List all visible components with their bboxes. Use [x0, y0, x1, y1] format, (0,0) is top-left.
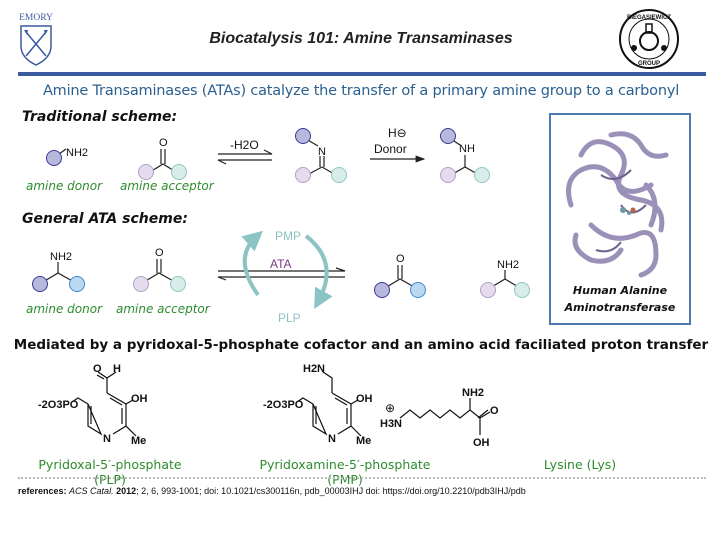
plp-ring-n: N — [103, 433, 111, 445]
lysine-hydroxyl: OH — [473, 437, 490, 449]
enzyme-ata-label: ATA — [270, 257, 292, 271]
product-ketone-o: O — [396, 253, 405, 265]
pmp-name: Pyridoxamine-5′-phosphate (PMP) — [259, 457, 431, 487]
references-year: 2012 — [116, 486, 137, 496]
pmp-phosphate: -2O3PO — [263, 399, 304, 411]
protein-label-line1: Human Alanine — [572, 284, 668, 297]
cofactor-cycle-arrows — [241, 230, 333, 310]
references-journal: ACS Catal. — [69, 486, 114, 496]
reaction-schemes: NH2 O -H2O N H⊖ Donor NH NH2 O PMP PLP A… — [32, 126, 530, 325]
emory-logo-text: EMORY — [19, 13, 53, 23]
plp-aldehyde-o: O — [93, 363, 102, 375]
general-acceptor-label: amine acceptor — [116, 302, 210, 316]
imine-n: N — [318, 146, 326, 158]
general-donor-label: amine donor — [26, 302, 103, 316]
svg-text:GROUP: GROUP — [638, 61, 660, 67]
subtitle: Amine Transaminases (ATAs) catalyze the … — [42, 83, 680, 99]
pmp-methyl: Me — [356, 435, 371, 447]
traditional-donor-nh2: NH2 — [66, 147, 88, 159]
lysine-positive-charge: ⊕ — [385, 401, 395, 415]
cofactor-structures: O H OH -2O3PO N Me H2N OH -2O3PO N Me H3… — [38, 363, 499, 449]
page-title: Biocatalysis 101: Amine Transaminases — [209, 30, 513, 47]
cycle-pmp-label: PMP — [275, 229, 301, 243]
amine-product-nh: NH — [459, 143, 475, 155]
step1-label: -H2O — [230, 138, 259, 152]
biegasiewicz-group-logo: BIEGASIEWICZ GROUP — [618, 8, 680, 70]
lysine-ammonium: H3N — [380, 418, 402, 430]
plp-phosphate: -2O3PO — [38, 399, 79, 411]
svg-text:BIEGASIEWICZ: BIEGASIEWICZ — [627, 15, 671, 21]
traditional-acceptor-o: O — [159, 137, 168, 149]
cofactor-statement: Mediated by a pyridoxal-5-phosphate cofa… — [13, 337, 709, 353]
hydride-label: H⊖ — [388, 126, 407, 140]
traditional-acceptor-label: amine acceptor — [120, 179, 214, 193]
pmp-amine: H2N — [303, 363, 325, 375]
plp-oh: OH — [131, 393, 148, 405]
pmp-oh: OH — [356, 393, 373, 405]
footer-divider — [18, 477, 706, 479]
product-amine-nh2: NH2 — [497, 259, 519, 271]
lysine-carbonyl-o: O — [490, 405, 499, 417]
protein-structure-panel — [549, 113, 691, 325]
header-divider — [18, 72, 706, 76]
references-label: references: — [18, 486, 67, 496]
general-scheme-heading: General ATA scheme: — [22, 211, 188, 227]
plp-name: Pyridoxal-5′-phosphate (PLP) — [38, 457, 182, 487]
references-details: ; 2, 6, 993-1001; doi: 10.1021/cs300116n… — [136, 486, 526, 496]
protein-label-line2: Aminotransferase — [564, 301, 676, 314]
lysine-name: Lysine (Lys) — [543, 457, 617, 472]
donor-group-circle — [46, 150, 62, 166]
general-acceptor-o: O — [155, 247, 164, 259]
general-donor-nh2: NH2 — [50, 251, 72, 263]
plp-aldehyde-h: H — [113, 363, 121, 375]
cycle-plp-label: PLP — [278, 311, 301, 325]
plp-methyl: Me — [131, 435, 146, 447]
references: references: ACS Catal. 2012; 2, 6, 993-1… — [18, 486, 526, 496]
protein-label: Human Alanine Aminotransferase — [549, 282, 691, 316]
donor-reagent-label: Donor — [374, 142, 407, 156]
emory-logo: EMORY — [14, 10, 58, 68]
protein-ribbon-image — [566, 131, 669, 278]
lysine-alpha-amine: NH2 — [462, 387, 484, 399]
traditional-donor-label: amine donor — [26, 179, 103, 193]
pmp-ring-n: N — [328, 433, 336, 445]
traditional-scheme-heading: Traditional scheme: — [22, 109, 178, 125]
